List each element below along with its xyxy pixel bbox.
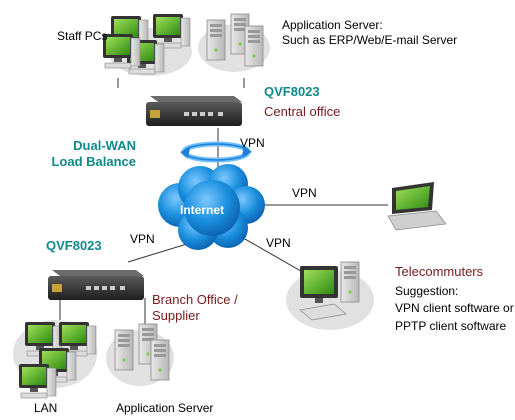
lan-label: LAN [34,401,58,415]
staff-pcs-label: Staff PCs [57,29,108,43]
pptp-client-label: PPTP client software [395,319,507,333]
internet-label: Internet [180,203,225,217]
telecommuter-desktop-icon [286,261,374,330]
app-server-top-group [198,13,270,72]
branch-line2: Supplier [152,308,200,324]
app-server-top-line1: Application Server: [282,18,383,32]
suggestion-label: Suggestion: [395,284,459,298]
load-balance-ring-icon [180,141,252,163]
lan-group [13,320,97,399]
qvf-branch-model: QVF8023 [46,238,102,253]
router-branch-icon [48,270,144,300]
branch-office-label: Branch Office / Supplier [152,292,238,325]
vpn-client-label: VPN client software or [395,301,514,315]
vpn-top-label: VPN [240,136,265,150]
vpn-lower-label: VPN [266,236,291,250]
staff-pcs-group [102,13,192,76]
qvf-top-model: QVF8023 [264,84,320,99]
app-server-top-line2: Such as ERP/Web/E-mail Server [282,33,458,47]
app-server-bottom-label: Application Server [116,401,214,415]
vpn-right-label: VPN [292,186,317,200]
telecommuters-label: Telecommuters [395,264,484,279]
dual-wan-line1: Dual-WAN [73,138,136,153]
branch-line1: Branch Office / [152,292,238,307]
dual-wan-label: Dual-WAN Load Balance [40,138,136,171]
laptop-icon [387,182,447,231]
qvf-top-site: Central office [264,104,341,119]
dual-wan-line2: Load Balance [51,154,136,170]
internet-cloud-icon [158,164,265,250]
router-central-icon [146,96,242,126]
app-server-top-label: Application Server: Such as ERP/Web/E-ma… [282,18,457,48]
app-server-bottom-group [106,323,174,386]
vpn-left-label: VPN [130,232,155,246]
